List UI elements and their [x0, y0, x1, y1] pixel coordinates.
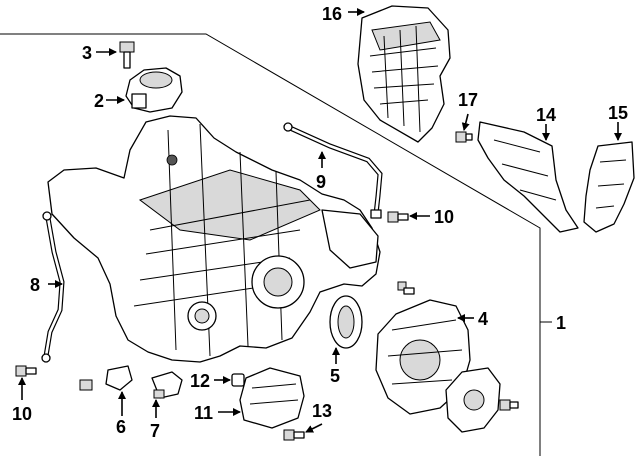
callout-12: 12	[190, 371, 210, 391]
callout-14: 14	[536, 105, 556, 125]
callout-2: 2	[94, 91, 104, 111]
part-6-sensor	[79, 365, 133, 391]
cover-bolt	[397, 281, 415, 295]
part-14-heat-shield	[477, 121, 579, 233]
assembly-bracket-line	[0, 33, 541, 456]
part-11-module	[239, 367, 305, 429]
callout-labels: 16 3 2 17 14 15 9 10 8 4 1 5 12 10 11 13…	[12, 4, 628, 441]
part-13-bolt	[283, 429, 305, 441]
callout-10-lower: 10	[12, 404, 32, 424]
part-8-hose	[41, 211, 65, 363]
callout-10-upper: 10	[434, 207, 454, 227]
callout-17: 17	[458, 90, 478, 110]
callout-16: 16	[322, 4, 342, 24]
part-7-sensor	[151, 371, 183, 399]
part-16-upper-cover	[357, 5, 451, 143]
part-3-bolt	[119, 41, 135, 69]
callout-1: 1	[556, 313, 566, 333]
callout-7: 7	[150, 421, 160, 441]
part-10-bolt-lower	[15, 365, 37, 377]
end-plate	[445, 367, 519, 433]
part-5-seal	[329, 295, 363, 349]
part-10-bolt-upper	[387, 211, 409, 223]
part-2-sensor	[125, 67, 183, 113]
callout-13: 13	[312, 401, 332, 421]
part-12-plug	[231, 373, 245, 387]
callout-15: 15	[608, 103, 628, 123]
callout-8: 8	[30, 275, 40, 295]
part-17-bolt	[455, 131, 473, 143]
callout-6: 6	[116, 417, 126, 437]
callout-3: 3	[82, 43, 92, 63]
part-15-shield	[583, 141, 635, 233]
callout-pointers	[18, 8, 622, 433]
callout-9: 9	[316, 172, 326, 192]
transaxle-housing	[47, 115, 381, 363]
callout-11: 11	[194, 403, 213, 423]
part-9-hose	[283, 122, 383, 219]
callout-5: 5	[330, 366, 340, 386]
callout-4: 4	[478, 309, 488, 329]
